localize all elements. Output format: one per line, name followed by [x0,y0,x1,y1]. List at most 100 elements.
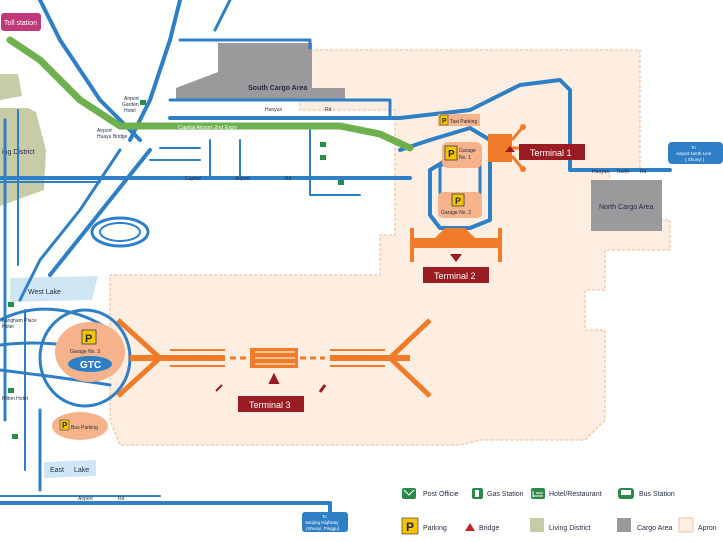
parking-icon: P [455,196,461,206]
svg-text:( Shunyi ): ( Shunyi ) [685,157,705,162]
huoyun-north-label-1: Huoyun [592,169,609,175]
legend-cargo: Cargo Area [617,518,673,532]
legend-bridge: Bridge [465,523,499,532]
capital-rd-label-1: Capital [185,176,201,182]
garage-3-label: Garage No. 3 [70,349,100,355]
gtc-label: GTC [80,360,101,371]
gas-marker [320,142,326,147]
living-district-area: ing District [0,108,46,206]
huoyun-north-label-2: North [617,169,629,175]
hotel-labels: Langham Place Hotel Hilton Hotel Airport… [2,96,139,402]
svg-text:To: To [691,145,696,150]
airport-bridge-label-1: Airport [97,128,112,134]
airport-garden-label-3: Hotel [124,108,136,114]
terminal-3-building [116,318,432,398]
hilton-label: Hilton Hotel [2,396,28,402]
svg-text:(Shunyi, Pinggu): (Shunyi, Pinggu) [306,526,340,531]
svg-text:Terminal 2: Terminal 2 [434,271,476,281]
taxi-parking: P Taxi Parking [438,114,480,126]
svg-text:Terminal 3: Terminal 3 [249,400,291,410]
bed-icon [532,491,543,497]
airport-bridge-label-2: Huayu Bridge [97,134,128,140]
legend-post-office: Post Officie [402,488,459,499]
svg-text:Post Officie: Post Officie [423,491,459,498]
sanjing-sign: To Sanjing Highway (Shunyi, Pinggu) [302,512,348,532]
road-labels: Capital Airport 2nd Expy Capital Airport… [78,107,647,502]
legend-hotel: Hotel/Restaurant [531,488,602,499]
living-district-strip [0,74,22,100]
parking-icon: P [448,149,455,160]
airport-garden-label-2: Garden [122,102,139,108]
garage-2-label: Garage No. 2 [441,210,471,216]
svg-text:Terminal 1: Terminal 1 [530,148,572,158]
svg-text:Living District: Living District [549,525,591,532]
hotel-marker [8,388,14,393]
legend-apron: Apron [678,517,717,533]
svg-text:Cargo Area: Cargo Area [637,525,673,532]
huoyun-rd-label-2: Rd [325,107,332,113]
huoyun-rd-label-1: Huoyun [265,107,282,113]
capital-rd-label-2: Airport [235,176,250,182]
north-cargo-label: North Cargo Area [599,204,654,211]
fuel-pump-icon [475,490,479,497]
terminal-1-label: Terminal 1 [519,144,585,160]
svg-text:Hotel/Restaurant: Hotel/Restaurant [549,491,602,498]
gas-marker [320,155,326,160]
legend-living: Living District [530,518,591,532]
legend-parking: P Parking [401,517,447,535]
garage-1: P Garage No. 1 [442,142,482,168]
triangle-icon [465,523,475,531]
garage-1-label-1: Garage [459,148,476,154]
garage-1-label-2: No. 1 [459,155,471,161]
terminal-2-label: Terminal 2 [423,267,489,283]
legend-gas-station: Gas Station [472,488,524,499]
langham-label-2: Hotel [2,324,14,330]
svg-text:Bridge: Bridge [479,525,499,532]
hotel-marker [8,302,14,307]
west-lake-label: West Lake [28,289,61,296]
huoyun-north-label-3: Rd [640,169,647,175]
langham-label-1: Langham Place [2,318,37,324]
terminal-2-building [410,228,502,262]
taxi-parking-label: Taxi Parking [450,119,477,125]
poi-markers [8,100,344,439]
toll-station-sign: Toll station [1,13,41,31]
parking-icon: P [406,520,414,534]
legend-bus: Bus Station [618,488,675,499]
svg-text:To: To [322,514,327,519]
airport-garden-label-1: Airport [124,96,139,102]
bus-marker [338,180,344,185]
south-cargo-area: South Cargo Area [176,43,345,101]
svg-text:Sanjing Highway: Sanjing Highway [305,520,339,525]
legend: Post Officie Gas Station Hotel/Restauran… [401,488,717,535]
parking-icon: P [442,118,447,125]
bus-parking: P Bus Parking [52,412,108,440]
expressway [6,36,414,152]
north-cargo-area: North Cargo Area [591,180,662,231]
swatch-apron [678,517,694,533]
hotel-marker [140,100,146,105]
svg-text:Bus Station: Bus Station [639,491,675,498]
envelope-icon [403,489,415,496]
south-cargo-label: South Cargo Area [248,85,307,92]
parking-icon: P [85,333,92,345]
svg-text:Apron: Apron [698,525,717,532]
east-lake: East Lake [44,460,96,478]
garage-3: P Garage No. 3 GTC [55,322,125,382]
bus-parking-label: Bus Parking [71,425,98,431]
bus-icon [621,490,631,495]
bus-marker [12,434,18,439]
garage-2: P Garage No. 2 [438,192,482,218]
svg-text:Gas Station: Gas Station [487,491,524,498]
east-lake-label-2: Lake [74,467,89,474]
svg-text:Toll station: Toll station [4,20,37,27]
west-lake: West Lake [10,276,98,302]
swatch-cargo [617,518,631,532]
capital-rd-label-3: Rd [285,176,292,182]
expressway-label: Capital Airport 2nd Expy [178,125,237,131]
bottom-airport-rd-label-1: Airport [78,496,93,502]
svg-text:Parking: Parking [423,525,447,532]
east-lake-label-1: East [50,467,64,474]
north-line-sign: To Airport North Line ( Shunyi ) [668,142,723,164]
